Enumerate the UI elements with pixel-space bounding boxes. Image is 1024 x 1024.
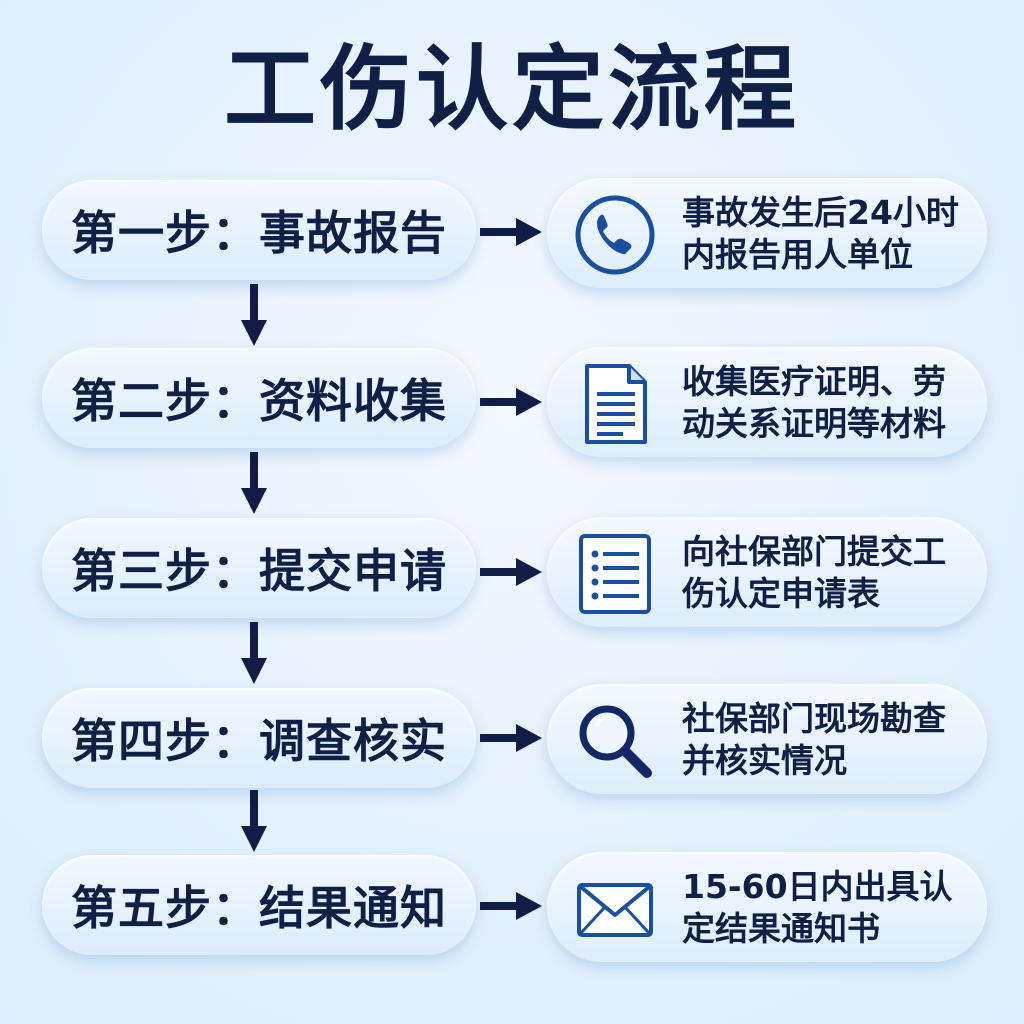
step-4-box: 第四步：调查核实 xyxy=(42,688,476,788)
step-5-detail-line-2: 定结果通知书 xyxy=(682,909,880,948)
step-4-detail-line-2: 并核实情况 xyxy=(682,741,847,780)
step-5-box: 第五步：结果通知 xyxy=(42,855,476,955)
step-3-detail: 向社保部门提交工 伤认定申请表 xyxy=(547,517,987,627)
document-icon xyxy=(585,364,647,444)
step-5-detail: 15-60日内出具认 定结果通知书 xyxy=(547,852,987,962)
right-arrow-icon xyxy=(480,558,542,586)
step-5-detail-line-1: 15-60日内出具认 xyxy=(682,867,953,906)
step-1-detail-line-1: 事故发生后24小时 xyxy=(682,193,959,232)
step-2-detail: 收集医疗证明、劳 动关系证明等材料 xyxy=(547,347,987,457)
step-2-detail-line-1: 收集医疗证明、劳 xyxy=(682,362,946,401)
step-4-detail: 社保部门现场勘查 并核实情况 xyxy=(547,684,987,794)
step-4-detail-line-1: 社保部门现场勘查 xyxy=(682,699,946,738)
step-1-detail: 事故发生后24小时 内报告用人单位 xyxy=(547,178,987,288)
right-arrow-icon xyxy=(480,388,542,416)
page-title: 工伤认定流程 xyxy=(223,36,800,143)
down-arrow-icon xyxy=(241,622,267,684)
down-arrow-icon xyxy=(241,284,267,346)
right-arrow-icon xyxy=(480,892,542,920)
form-list-icon xyxy=(579,534,651,614)
down-arrow-icon xyxy=(241,452,267,514)
step-3-detail-line-2: 伤认定申请表 xyxy=(682,574,880,613)
right-arrow-icon xyxy=(480,724,542,752)
down-arrow-icon xyxy=(241,790,267,852)
step-1-detail-line-2: 内报告用人单位 xyxy=(682,235,913,274)
step-2-detail-line-2: 动关系证明等材料 xyxy=(682,404,946,443)
step-2-box: 第二步：资料收集 xyxy=(42,348,476,448)
step-3-box: 第三步：提交申请 xyxy=(42,518,476,618)
right-arrow-icon xyxy=(480,218,542,246)
envelope-icon xyxy=(577,883,653,937)
step-3-detail-line-1: 向社保部门提交工 xyxy=(682,532,946,571)
step-1-box: 第一步：事故报告 xyxy=(42,180,476,280)
magnifier-icon xyxy=(579,705,652,778)
phone-icon xyxy=(575,195,655,275)
